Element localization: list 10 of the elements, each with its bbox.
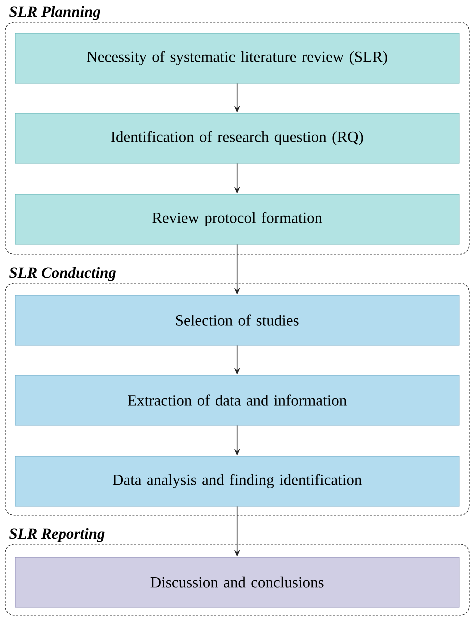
group-heading: SLR Conducting	[9, 267, 116, 282]
group-heading: SLR Planning	[9, 6, 101, 20]
process-box: Selection of studies	[15, 295, 460, 346]
process-box: Data analysis and finding identification	[15, 456, 460, 507]
process-box: Necessity of systematic literature review (SLR)	[15, 33, 460, 84]
process-box: Extraction of data and information	[15, 375, 460, 426]
process-box: Identification of research question (RQ)	[15, 113, 460, 164]
process-box: Review protocol formation	[15, 194, 460, 245]
group-heading: SLR Reporting	[9, 528, 105, 542]
process-box: Discussion and conclusions	[15, 557, 460, 608]
